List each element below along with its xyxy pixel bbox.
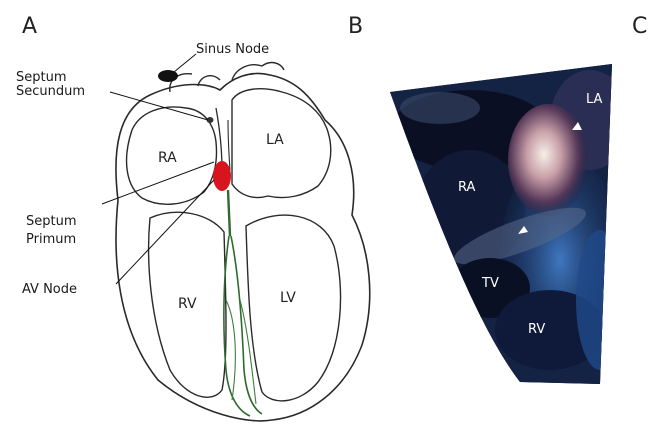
echo-label-ra: RA	[458, 180, 475, 195]
echo-label-tv: TV	[482, 276, 499, 291]
echo-label-la: LA	[586, 92, 602, 107]
echo-label-rv: RV	[528, 322, 545, 337]
